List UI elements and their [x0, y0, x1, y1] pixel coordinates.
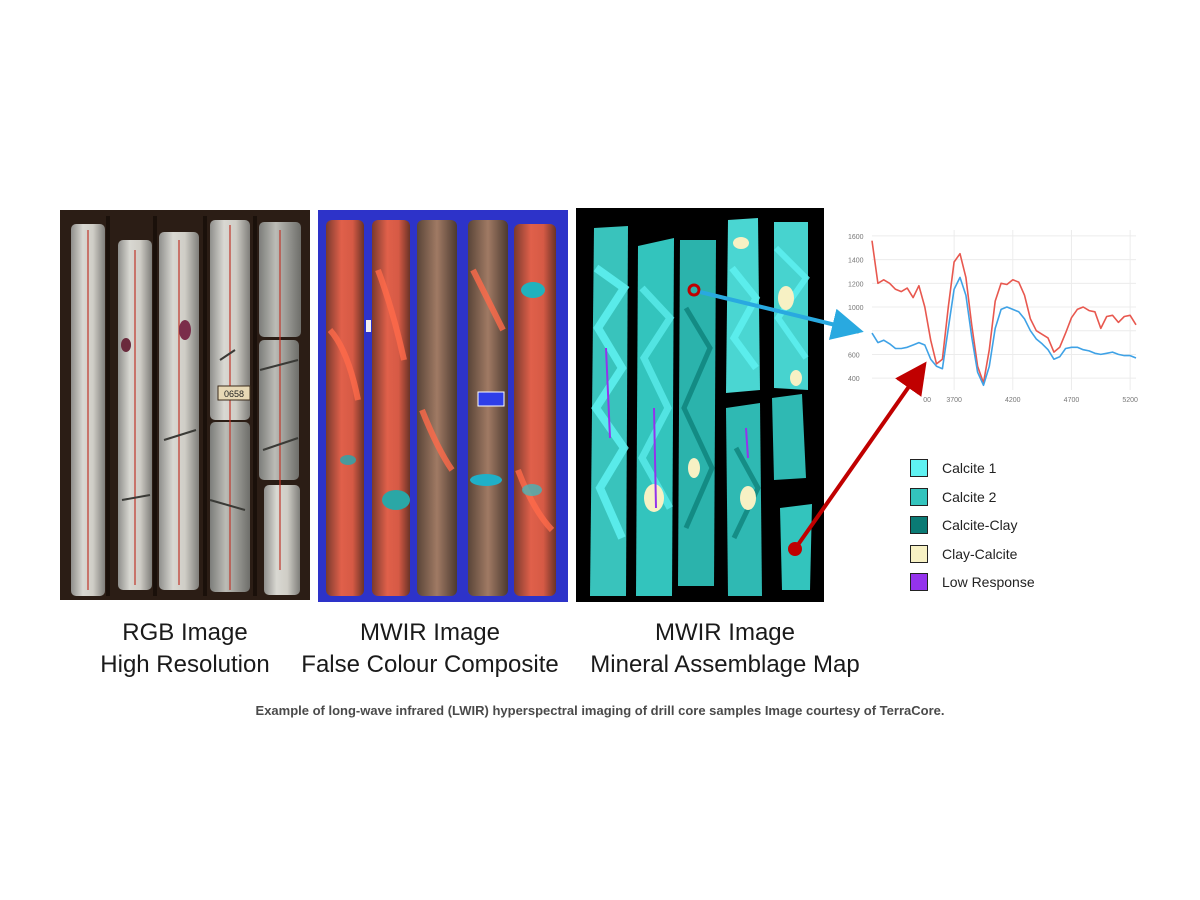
series-line-1: [871, 240, 1137, 384]
y-tick-label: 800: [848, 329, 860, 336]
caption-rgb-line1: RGB Image: [122, 619, 248, 646]
core-box-tag: 0658: [224, 389, 244, 399]
rgb-core-image: 0658: [60, 210, 310, 600]
x-tick-label-partial: 00: [923, 397, 931, 404]
mineral-map-graphic: [576, 208, 824, 602]
caption-false-colour: MWIR Image False Colour Composite: [280, 617, 580, 681]
spectrum-line-chart: 400 600 800 1000 1200 1400 1600 3700 4200 4700 520…: [846, 222, 1140, 406]
legend-swatch: [910, 487, 928, 506]
caption-map-line1: MWIR Image: [654, 619, 795, 646]
legend-item: Clay-Calcite: [910, 540, 1035, 569]
caption-fc-line2: False Colour Composite: [301, 651, 559, 678]
rgb-core-tray-graphic: 0658: [60, 210, 310, 600]
legend-label: Calcite 2: [942, 488, 997, 505]
legend-swatch: [910, 573, 928, 592]
x-tick-label: 4200: [1005, 397, 1021, 404]
legend-swatch: [910, 459, 928, 478]
legend-item: Calcite 1: [910, 454, 1035, 483]
legend-item: Calcite-Clay: [910, 511, 1035, 540]
y-tick-label: 600: [848, 352, 860, 359]
y-tick-label: 1200: [848, 281, 864, 288]
mineral-assemblage-map-image: [576, 208, 824, 602]
y-tick-label: 1000: [848, 305, 864, 312]
y-tick-label: 400: [848, 376, 860, 383]
caption-rgb-line2: High Resolution: [100, 651, 270, 678]
figure-caption: Example of long-wave infrared (LWIR) hyp…: [255, 703, 945, 718]
legend-swatch: [910, 516, 928, 535]
legend-label: Calcite-Clay: [942, 517, 1018, 534]
y-tick-label: 1600: [848, 234, 864, 241]
y-tick-label: 1400: [848, 258, 864, 265]
x-tick-label: 5200: [1122, 397, 1138, 404]
legend-item: Calcite 2: [910, 483, 1035, 512]
legend-item: Low Response: [910, 568, 1035, 597]
x-tick-label: 4700: [1064, 397, 1080, 404]
legend-label: Calcite 1: [942, 460, 997, 477]
caption-fc-line1: MWIR Image: [359, 619, 500, 646]
legend-swatch: [910, 544, 928, 563]
series-line-2: [871, 276, 1137, 387]
legend-label: Clay-Calcite: [942, 545, 1018, 562]
x-tick-label: 3700: [946, 397, 962, 404]
legend-label: Low Response: [942, 574, 1035, 591]
mwir-false-colour-image: [318, 210, 568, 602]
caption-map-line2: Mineral Assemblage Map: [590, 651, 860, 678]
spectrum-chart-svg: 400 600 800 1000 1200 1400 1600 3700 4200 4700 520…: [848, 230, 1138, 404]
false-colour-core-graphic: [318, 210, 568, 602]
caption-mineral-map: MWIR Image Mineral Assemblage Map: [560, 617, 890, 681]
caption-rgb: RGB Image High Resolution: [40, 617, 330, 681]
